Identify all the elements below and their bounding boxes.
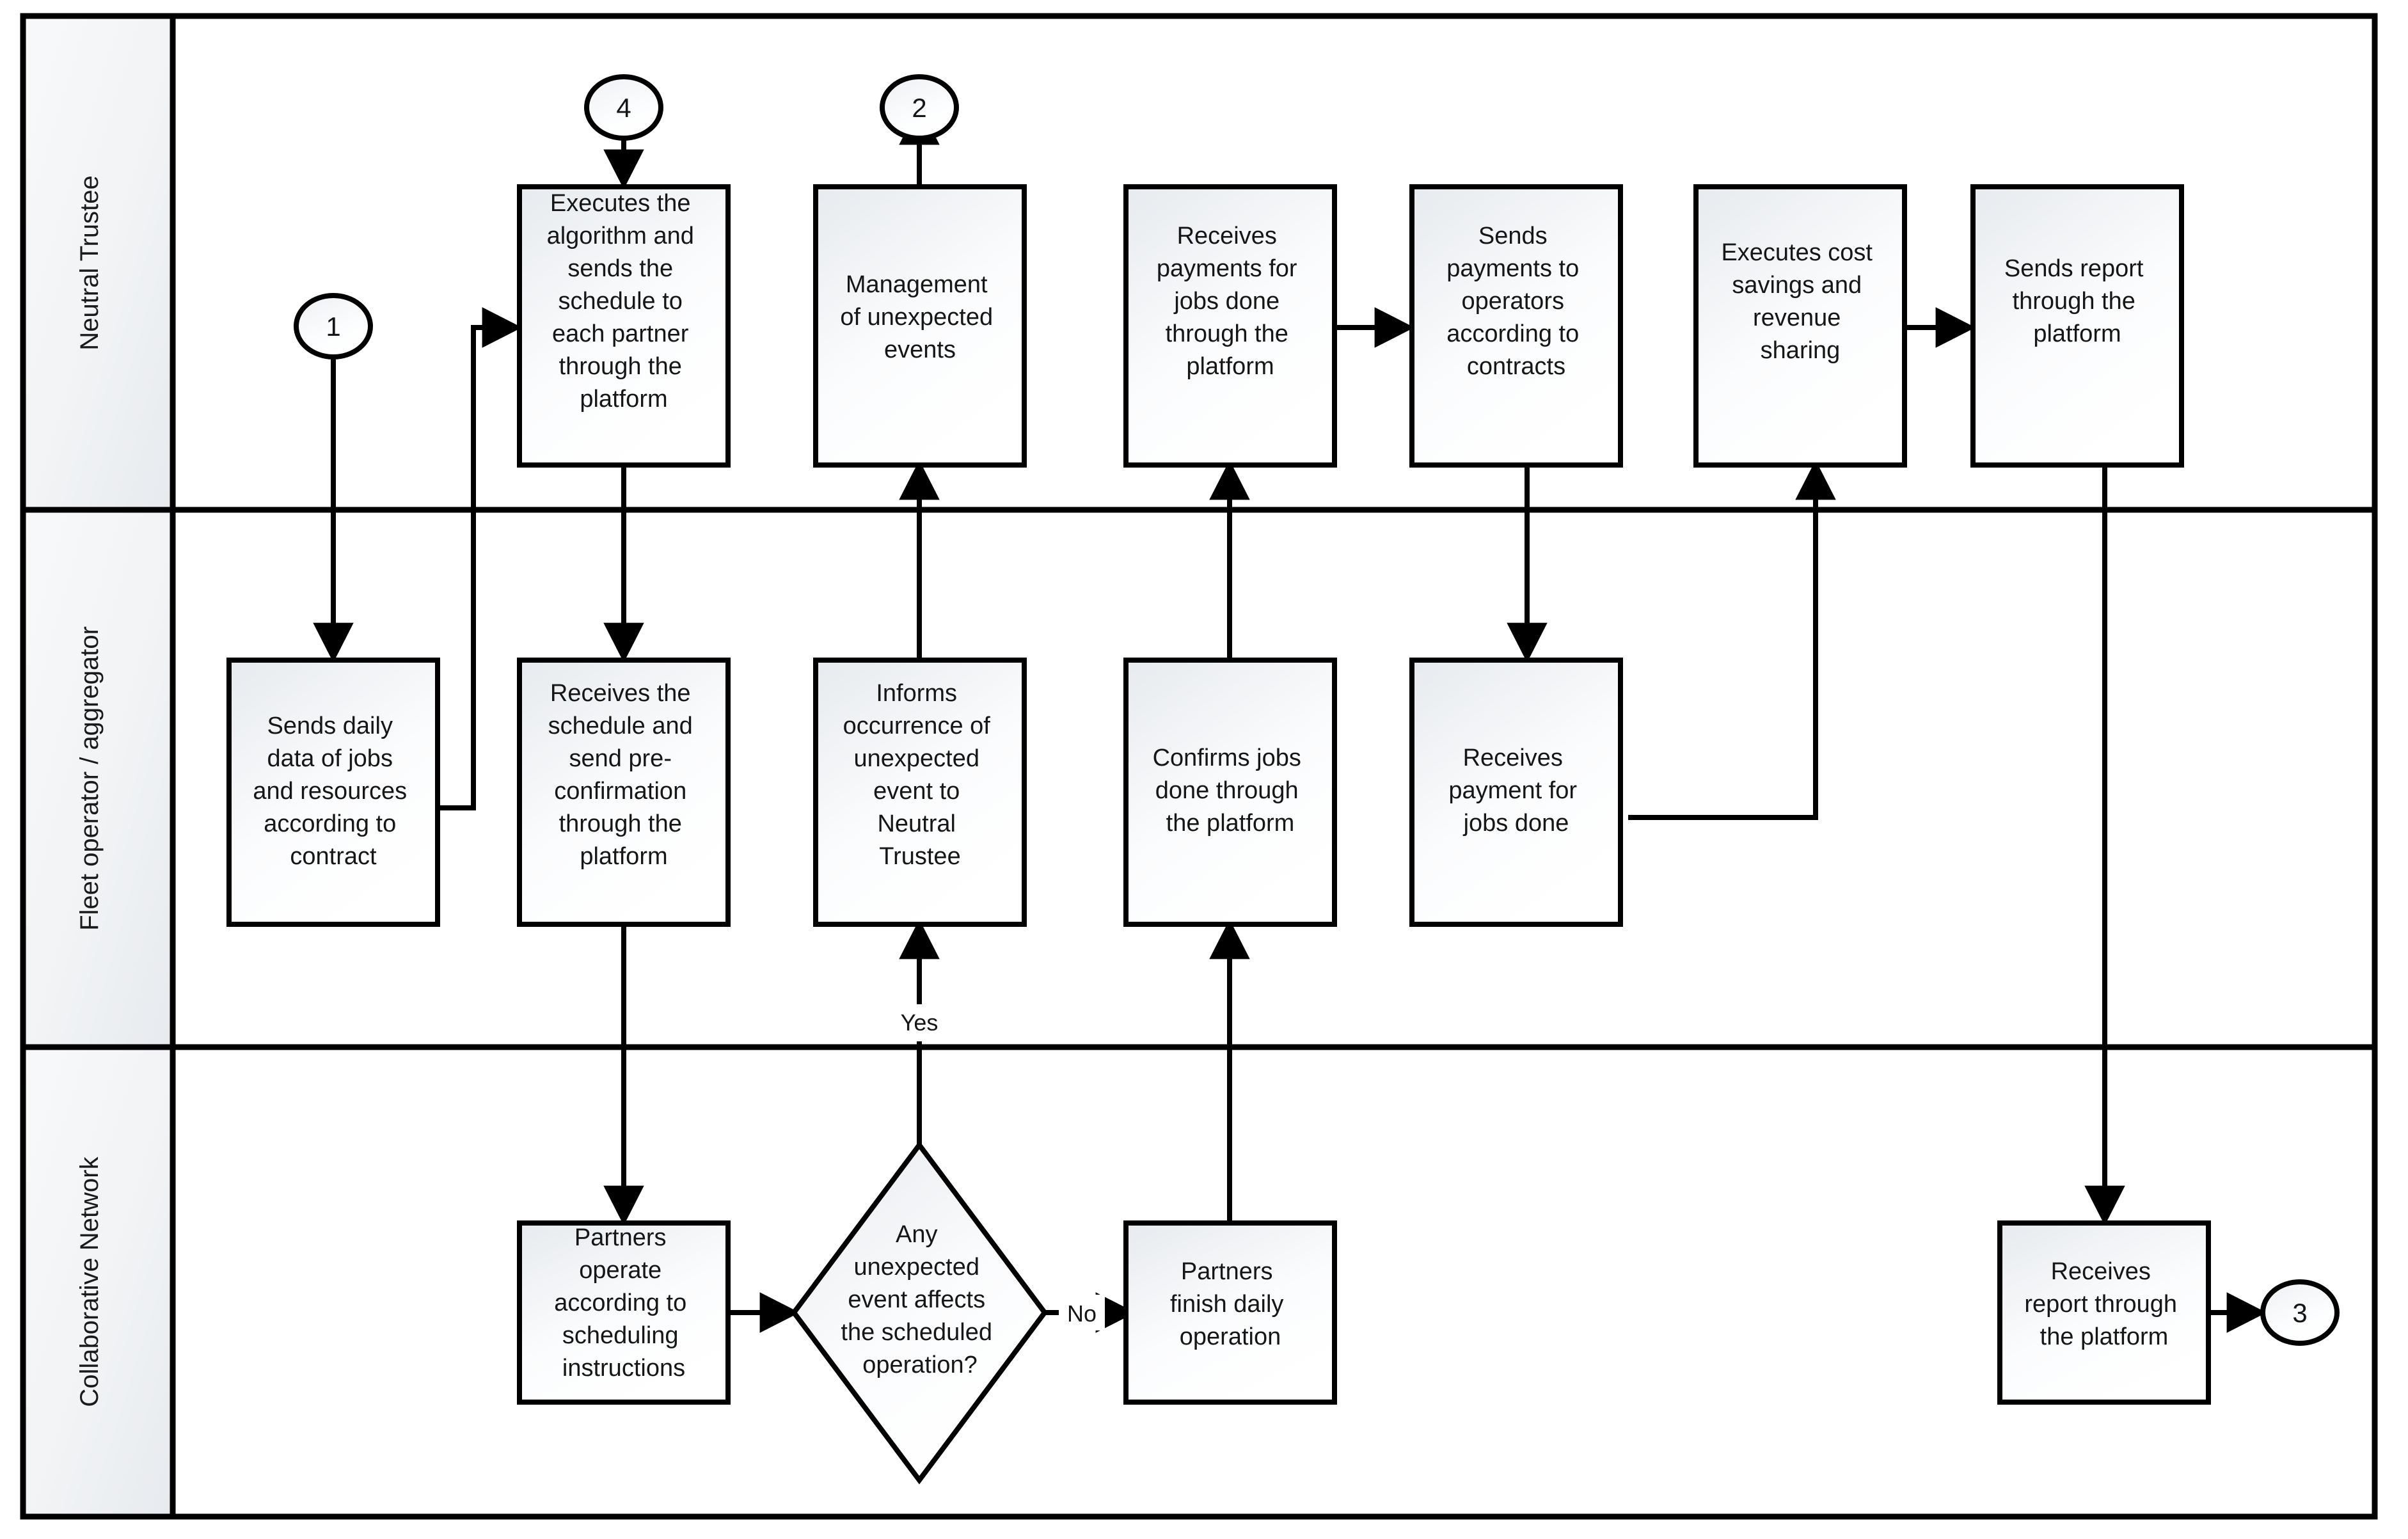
lane-label-fleet-operator: Fleet operator / aggregator xyxy=(75,626,104,931)
edge-label-no-backdrop xyxy=(1059,1295,1105,1330)
lane-label-neutral-trustee: Neutral Trustee xyxy=(75,175,104,350)
node-receives-schedule-text: Receives the schedule and send pre- conf… xyxy=(548,680,700,870)
node-receives-payments[interactable]: Receives payments for jobs done through … xyxy=(1123,184,1337,468)
node-sends-report-text: Sends report through the platform xyxy=(2004,255,2150,347)
node-executes-algorithm-text: Executes the algorithm and sends the sch… xyxy=(547,190,701,413)
node-partners-operate[interactable]: Partners operate according to scheduling… xyxy=(517,1220,731,1405)
node-sends-payments-text: Sends payments to operators according to… xyxy=(1446,223,1586,380)
edge-labels-layer: Yes No xyxy=(888,1004,1105,1330)
node-confirms-jobs[interactable]: Confirms jobs done through the platform xyxy=(1123,658,1337,927)
node-management-unexpected[interactable]: Management of unexpected events xyxy=(813,184,1027,468)
node-sends-report[interactable]: Sends report through the platform xyxy=(1970,184,2184,468)
edge-label-yes: Yes xyxy=(901,1009,939,1036)
node-executes-algorithm[interactable]: Executes the algorithm and sends the sch… xyxy=(517,184,731,468)
node-receives-schedule[interactable]: Receives the schedule and send pre- conf… xyxy=(517,658,731,927)
node-receives-payments-text: Receives payments for jobs done through … xyxy=(1157,223,1304,380)
node-receives-report[interactable]: Receives report through the platform xyxy=(1997,1220,2211,1405)
node-sends-payments[interactable]: Sends payments to operators according to… xyxy=(1409,184,1623,468)
connector-circle-2-label: 2 xyxy=(912,93,926,123)
node-informs-occurrence-text: Informs occurrence of unexpected event t… xyxy=(843,680,997,870)
lane-band-neutral-trustee xyxy=(20,13,176,513)
node-partners-finish[interactable]: Partners finish daily operation xyxy=(1123,1220,1337,1405)
connector-circle-1[interactable]: 1 xyxy=(294,293,373,359)
node-executes-cost-savings-text: Executes cost savings and revenue sharin… xyxy=(1721,239,1879,364)
node-confirms-jobs-text: Confirms jobs done through the platform xyxy=(1153,745,1308,837)
connector-circles-layer: 1 4 2 3 xyxy=(294,74,2340,1346)
node-any-unexpected-event-text: Any unexpected event affects the schedul… xyxy=(841,1221,999,1378)
node-receives-payment[interactable]: Receives payment for jobs done xyxy=(1409,658,1623,927)
node-executes-cost-savings[interactable]: Executes cost savings and revenue sharin… xyxy=(1693,184,1907,468)
connector-circle-1-label: 1 xyxy=(326,312,340,342)
node-any-unexpected-event[interactable]: Any unexpected event affects the schedul… xyxy=(791,1140,1048,1485)
edge-receives-payment-to-executes-cost-savings xyxy=(1628,460,1836,820)
lane-label-collaborative-network: Collaborative Network xyxy=(75,1156,104,1407)
connector-circle-4-label: 4 xyxy=(616,93,631,123)
node-sends-daily-data[interactable]: Sends daily data of jobs and resources a… xyxy=(226,658,440,927)
node-sends-daily-data-text: Sends daily data of jobs and resources a… xyxy=(253,713,413,870)
lane-band-collaborative-network xyxy=(20,1044,176,1520)
node-management-unexpected-text: Management of unexpected events xyxy=(840,271,999,363)
edge-label-no: No xyxy=(1067,1300,1097,1327)
node-partners-operate-text: Partners operate according to scheduling… xyxy=(554,1224,693,1382)
node-partners-finish-text: Partners finish daily operation xyxy=(1170,1258,1290,1350)
decision-diamond-shape xyxy=(791,1140,1048,1485)
connector-circle-4[interactable]: 4 xyxy=(584,74,663,141)
edge-label-yes-backdrop xyxy=(888,1004,951,1041)
connector-circle-2[interactable]: 2 xyxy=(880,74,959,141)
node-informs-occurrence[interactable]: Informs occurrence of unexpected event t… xyxy=(813,658,1027,927)
edge-sends-daily-data-to-executes-algorithm xyxy=(438,307,522,810)
node-receives-report-text: Receives report through the platform xyxy=(2024,1258,2183,1350)
connector-circle-3-label: 3 xyxy=(2292,1298,2307,1328)
node-receives-payment-text: Receives payment for jobs done xyxy=(1448,745,1583,837)
connector-circle-3[interactable]: 3 xyxy=(2260,1279,2340,1346)
